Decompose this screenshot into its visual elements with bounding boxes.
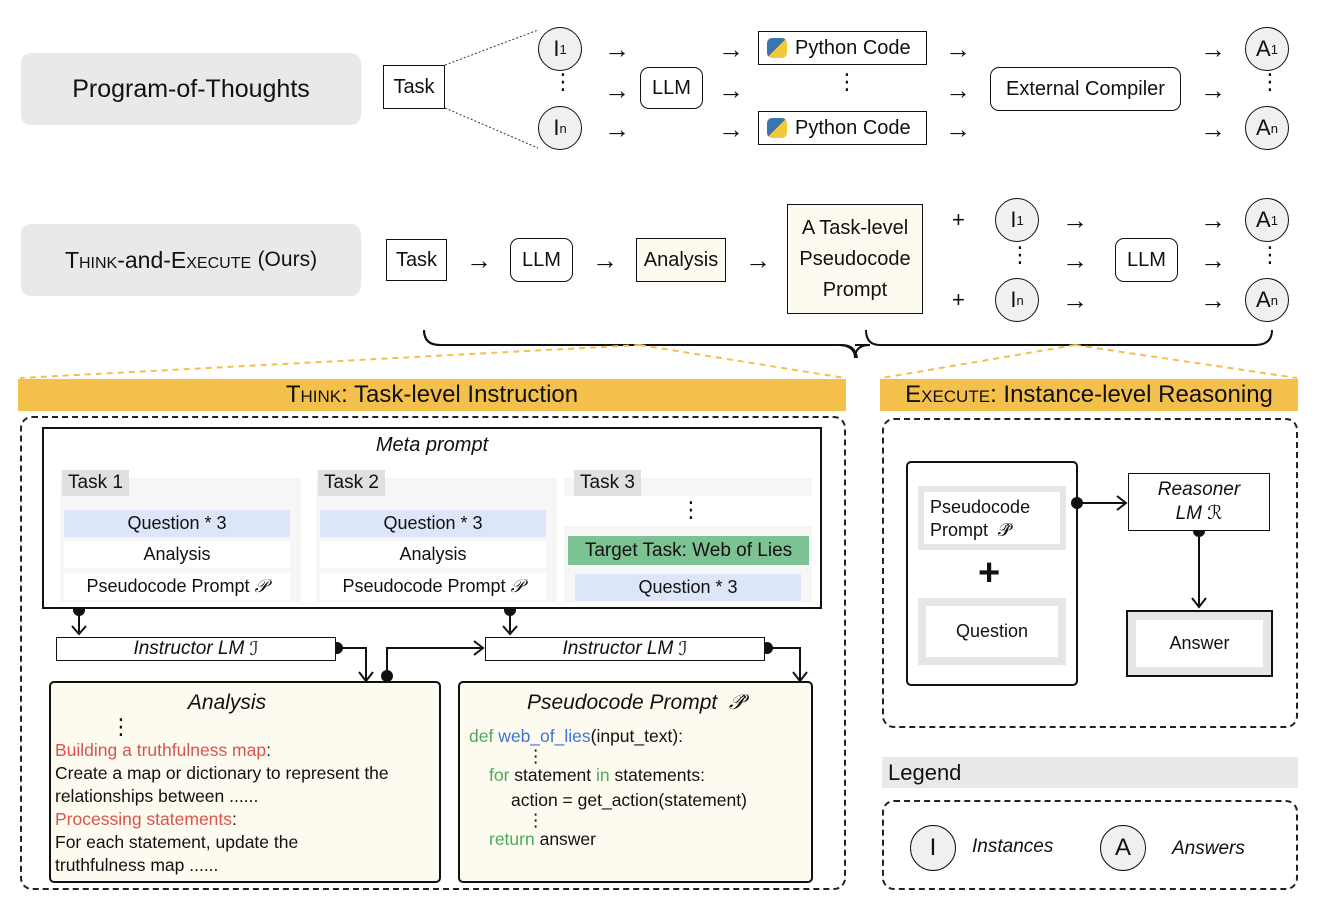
arrow: →	[1200, 34, 1226, 64]
arrow: →	[945, 75, 971, 105]
python-icon	[767, 38, 787, 58]
pot-python-code-1: Python Code	[758, 31, 927, 65]
pseudocode-content: def web_of_lies(input_text): ⋮ for state…	[469, 726, 747, 849]
arrow: →	[1200, 205, 1226, 235]
legend-instances-label: Instances	[972, 836, 1054, 857]
task3-column-top	[564, 496, 812, 526]
execute-input-box	[906, 461, 1078, 686]
analysis-heading-2: Processing statements	[55, 809, 233, 829]
meta-prompt-title: Meta prompt	[375, 434, 489, 456]
arrow: →	[718, 34, 744, 64]
arrow: →	[1062, 285, 1088, 315]
plus-sign: +	[952, 287, 965, 312]
task1-label: Task 1	[62, 470, 129, 496]
pseudocode-title: Pseudocode Prompt 𝒫̂	[526, 691, 745, 714]
analysis-title: Analysis	[187, 691, 267, 714]
arrow: →	[604, 34, 630, 64]
execute-panel	[882, 418, 1298, 728]
arrow: →	[604, 75, 630, 105]
arrow: →	[1200, 114, 1226, 144]
tae-llm-box: LLM	[510, 238, 573, 282]
pseudocode-output-box	[458, 681, 813, 883]
arrow: →	[592, 245, 618, 275]
task3-label: Task 3	[574, 470, 641, 496]
tae-llm2-box: LLM	[1115, 238, 1178, 282]
analysis-output-box	[49, 681, 441, 883]
execute-banner: Execute: Instance-level Reasoning	[880, 379, 1298, 411]
arrow: →	[718, 114, 744, 144]
legend-answers-label: Answers	[1172, 838, 1245, 859]
pot-label: Program-of-Thoughts	[21, 53, 361, 125]
legend-title: Legend	[882, 757, 1298, 788]
plus-sign: +	[952, 207, 965, 232]
legend-panel	[882, 800, 1298, 890]
arrow: →	[1062, 205, 1088, 235]
pot-answer-dots: ⋮	[1259, 69, 1281, 94]
arrow: →	[1200, 285, 1226, 315]
pot-instance-dots: ⋮	[552, 69, 574, 94]
tae-task-box: Task	[386, 239, 447, 281]
pot-code-dots: ⋮	[836, 69, 858, 94]
analysis-text-2: For each statement, update the truthfuln…	[55, 832, 299, 875]
pot-compiler-box: External Compiler	[990, 67, 1181, 111]
task2-label: Task 2	[318, 470, 385, 496]
arrow: →	[1062, 245, 1088, 275]
question-card: Question	[918, 598, 1066, 665]
tae-instance-dots: ⋮	[1009, 242, 1031, 267]
answer-box: Answer	[1126, 610, 1273, 677]
arrow: →	[1200, 75, 1226, 105]
arrow: →	[466, 245, 492, 275]
plus-icon: +	[978, 552, 1001, 594]
pot-task-box: Task	[383, 65, 445, 109]
instructor-lm-1: Instructor LM ℐ	[56, 637, 336, 661]
pot-llm-box: LLM	[640, 67, 703, 109]
task1-analysis: Analysis	[64, 541, 290, 568]
task2-question: Question * 3	[320, 510, 546, 537]
arrow: →	[718, 75, 744, 105]
instructor-lm-2: Instructor LM ℐ	[485, 637, 765, 661]
analysis-heading-1: Building a truthfulness map	[55, 740, 267, 760]
pot-python-code-2: Python Code	[758, 111, 927, 145]
target-task-row: Target Task: Web of Lies	[568, 536, 809, 565]
legend-instance-icon: I	[910, 825, 956, 871]
task2-pseudocode: Pseudocode Prompt 𝒫	[320, 573, 546, 600]
arrow: →	[1200, 245, 1226, 275]
analysis-text-1: Create a map or dictionary to represent …	[55, 763, 389, 806]
pseudocode-prompt-card: Pseudocode Prompt 𝒫̂	[918, 486, 1066, 550]
think-panel	[20, 416, 846, 890]
arrow: →	[604, 114, 630, 144]
task1-pseudocode: Pseudocode Prompt 𝒫	[64, 573, 290, 600]
tae-answer-dots: ⋮	[1259, 242, 1281, 267]
target-task-question: Question * 3	[575, 574, 801, 601]
task2-analysis: Analysis	[320, 541, 546, 568]
arrow: →	[745, 245, 771, 275]
tae-label: Think-and-Execute (Ours)	[21, 224, 361, 296]
task3-dots: ⋮	[680, 497, 702, 522]
python-icon	[767, 118, 787, 138]
arrow: →	[945, 114, 971, 144]
analysis-dots: ⋮	[110, 714, 132, 739]
tae-analysis-box: Analysis	[636, 238, 726, 282]
task1-question: Question * 3	[64, 510, 290, 537]
arrow: →	[945, 34, 971, 64]
legend-answer-icon: A	[1100, 825, 1146, 871]
analysis-content: Building a truthfulness map: Create a ma…	[55, 739, 437, 877]
think-banner: Think: Task-level Instruction	[18, 379, 846, 411]
